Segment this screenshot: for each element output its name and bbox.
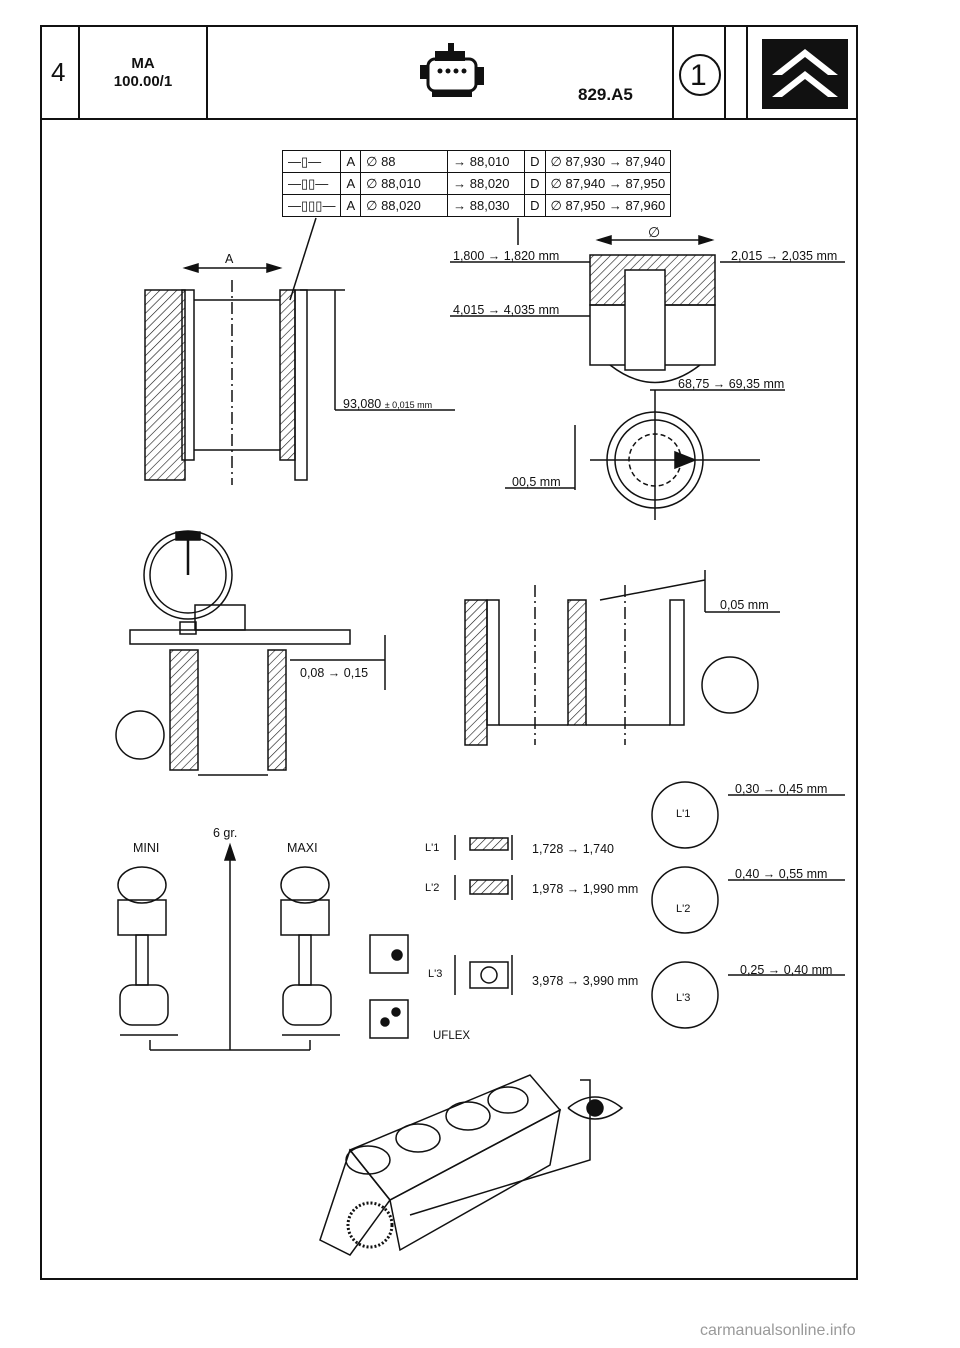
groove-width-1: 1,800 → 1,820 mm xyxy=(453,249,560,263)
circle-cell: 1 xyxy=(674,25,724,120)
liner-mark-3-icon: —▯▯▯— xyxy=(281,194,342,217)
ring-gap-name-1: L'1 xyxy=(676,808,691,820)
piston-class: D xyxy=(524,194,546,217)
engine-block-drawing xyxy=(319,1074,624,1256)
diameter-symbol: ∅ xyxy=(648,224,661,240)
engine-icon xyxy=(420,43,484,97)
ring-width-3: 3,978 → 3,990 mm xyxy=(532,974,639,988)
header: 4 MA 100.00/1 829.A5 1 xyxy=(40,25,858,120)
liner-diameter: ∅ 88 xyxy=(360,150,449,173)
ring-name-1: L'1 xyxy=(425,842,440,854)
uflex-label: UFLEX xyxy=(433,1030,471,1042)
table-row: —▯— A ∅ 88 → 88,010 D ∅ 87,930 → 87,940 xyxy=(281,150,672,173)
dice-3-icon xyxy=(369,934,409,974)
code-line-2: 100.00/1 xyxy=(113,73,173,90)
liner-diameter: ∅ 88,020 xyxy=(360,194,449,217)
code-line-1: MA xyxy=(131,55,155,72)
ring-gap-name-2: L'2 xyxy=(676,903,691,915)
dice-2-icon xyxy=(369,999,409,1039)
ring-width-2: 1,978 → 1,990 mm xyxy=(532,882,639,896)
maxi-label: MAXI xyxy=(287,841,318,855)
piston-section-drawing xyxy=(450,234,845,520)
footer-watermark: carmanualsonline.info xyxy=(700,1322,856,1339)
table-row: —▯▯— A ∅ 88,010 → 88,020 D ∅ 87,940 → 87… xyxy=(281,172,672,195)
cylinder-liner-drawing xyxy=(144,262,455,485)
eye-icon xyxy=(567,1096,624,1120)
liner-height-comparison-drawing xyxy=(464,570,780,746)
piston-diameter: ∅ 87,950 → 87,960 xyxy=(544,194,672,217)
weight-label: 6 gr. xyxy=(213,826,238,840)
piston-ring-sections-drawing xyxy=(369,835,513,1039)
ring-gap-3: 0,25 → 0,40 mm xyxy=(740,963,833,977)
ring-gap-drawing xyxy=(651,781,845,1029)
ring-width-1: 1,728 → 1,740 xyxy=(532,842,615,856)
liner-piston-spec-table: —▯— A ∅ 88 → 88,010 D ∅ 87,930 → 87,940 … xyxy=(281,150,672,217)
liner-diameter: ∅ 88,010 xyxy=(360,172,449,195)
liner-diameter-range: → 88,010 xyxy=(447,150,526,173)
liner-diameter-range: → 88,030 xyxy=(447,194,526,217)
table-row: —▯▯▯— A ∅ 88,020 → 88,030 D ∅ 87,950 → 8… xyxy=(281,194,672,217)
double-chevron-logo-icon xyxy=(762,39,848,109)
circle-number-badge xyxy=(679,54,721,96)
piston-weight-drawing xyxy=(117,842,340,1051)
groove-width-2: 2,015 → 2,035 mm xyxy=(731,249,838,263)
ring-gap-name-3: L'3 xyxy=(676,992,691,1004)
liner-mark-2-icon: —▯▯— xyxy=(281,172,342,195)
page-number-cell: 4 xyxy=(40,25,80,120)
liner-protrusion-difference: 0,05 mm xyxy=(720,598,769,612)
dial-gauge-drawing xyxy=(115,530,386,776)
reference-number: 829.A5 xyxy=(578,85,633,104)
piston-height: 68,75 → 69,35 mm xyxy=(678,377,785,391)
piston-diameter: ∅ 87,930 → 87,940 xyxy=(544,150,672,173)
pin-offset: 00,5 mm xyxy=(512,475,561,489)
ring-gap-1: 0,30 → 0,45 mm xyxy=(735,782,828,796)
liner-dim-a: A xyxy=(225,252,234,266)
page-frame xyxy=(40,25,858,1280)
circle-number: 1 xyxy=(690,59,707,92)
liner-height: 93,080 ± 0,015 mm xyxy=(343,397,433,411)
ring-name-3: L'3 xyxy=(428,968,443,980)
page-number: 4 xyxy=(51,57,66,87)
groove-width-3: 4,015 → 4,035 mm xyxy=(453,303,560,317)
ring-gap-2: 0,40 → 0,55 mm xyxy=(735,867,828,881)
ring-name-2: L'2 xyxy=(425,882,440,894)
mini-label: MINI xyxy=(133,841,160,855)
title-cell: 829.A5 xyxy=(208,25,674,120)
code-cell: MA 100.00/1 xyxy=(80,25,208,120)
liner-mark-1-icon: —▯— xyxy=(281,150,342,173)
liner-protrusion: 0,08 → 0,15 xyxy=(300,666,369,680)
